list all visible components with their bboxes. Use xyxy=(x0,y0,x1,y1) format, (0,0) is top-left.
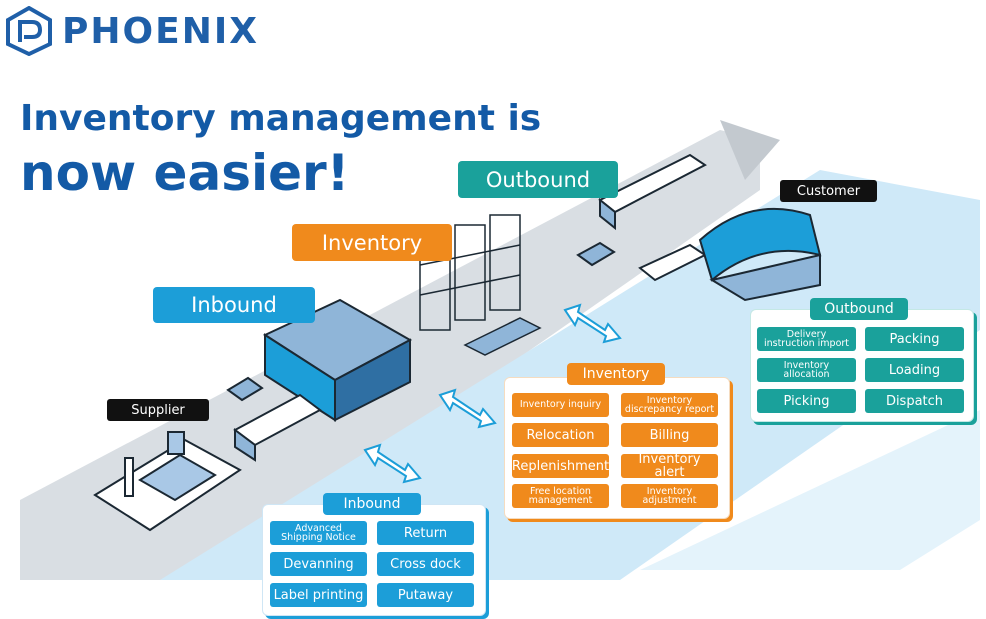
feature-packing: Packing xyxy=(865,327,964,351)
headline-line-1: Inventory management is xyxy=(20,98,542,139)
stage-label-outbound: Outbound xyxy=(458,161,618,198)
outbound-panel-title: Outbound xyxy=(810,298,908,320)
feature-replenishment: Replenishment xyxy=(512,454,609,478)
feature-inventory-alert: Inventory alert xyxy=(621,453,718,479)
feature-inventory-allocation: Inventory allocation xyxy=(757,358,856,382)
storage-rack-icon xyxy=(419,214,542,356)
brand-logo[interactable]: PHOENIX xyxy=(4,6,259,56)
feature-delivery-instruction-import: Delivery instruction import xyxy=(757,327,856,351)
inbound-panel-title: Inbound xyxy=(323,493,421,515)
feature-return: Return xyxy=(377,521,474,545)
feature-inventory-inquiry: Inventory inquiry xyxy=(512,393,609,417)
feature-label-printing: Label printing xyxy=(270,583,367,607)
feature-advanced-shipping-notice: Advanced Shipping Notice xyxy=(270,521,367,545)
road-arrow-head xyxy=(720,120,780,180)
blue-lane-stripe xyxy=(640,410,980,570)
phoenix-logo-icon xyxy=(6,6,52,56)
feature-free-location-management: Free location management xyxy=(512,484,609,508)
truck-icon-outbound xyxy=(576,153,707,282)
feature-relocation: Relocation xyxy=(512,423,609,447)
feature-putaway: Putaway xyxy=(377,583,474,607)
truck-icon xyxy=(226,376,322,462)
place-label-customer: Customer xyxy=(780,180,877,202)
feature-loading: Loading xyxy=(865,358,964,382)
stage-label-inventory: Inventory xyxy=(292,224,452,261)
feature-billing: Billing xyxy=(621,423,718,447)
factory-icon xyxy=(93,431,242,532)
distribution-center-icon xyxy=(698,207,822,302)
feature-inventory-discrepancy-report: Inventory discrepancy report xyxy=(621,393,718,417)
feature-inventory-adjustment: Inventory adjustment xyxy=(621,484,718,508)
feature-dispatch: Dispatch xyxy=(865,389,964,413)
stage-label-inbound: Inbound xyxy=(153,287,315,323)
feature-picking: Picking xyxy=(757,389,856,413)
inventory-panel-title: Inventory xyxy=(567,363,665,385)
headline-line-2: now easier! xyxy=(20,144,350,202)
feature-cross-dock: Cross dock xyxy=(377,552,474,576)
double-arrow-icon xyxy=(363,303,622,484)
brand-name: PHOENIX xyxy=(62,10,259,52)
feature-devanning: Devanning xyxy=(270,552,367,576)
place-label-supplier: Supplier xyxy=(107,399,209,421)
